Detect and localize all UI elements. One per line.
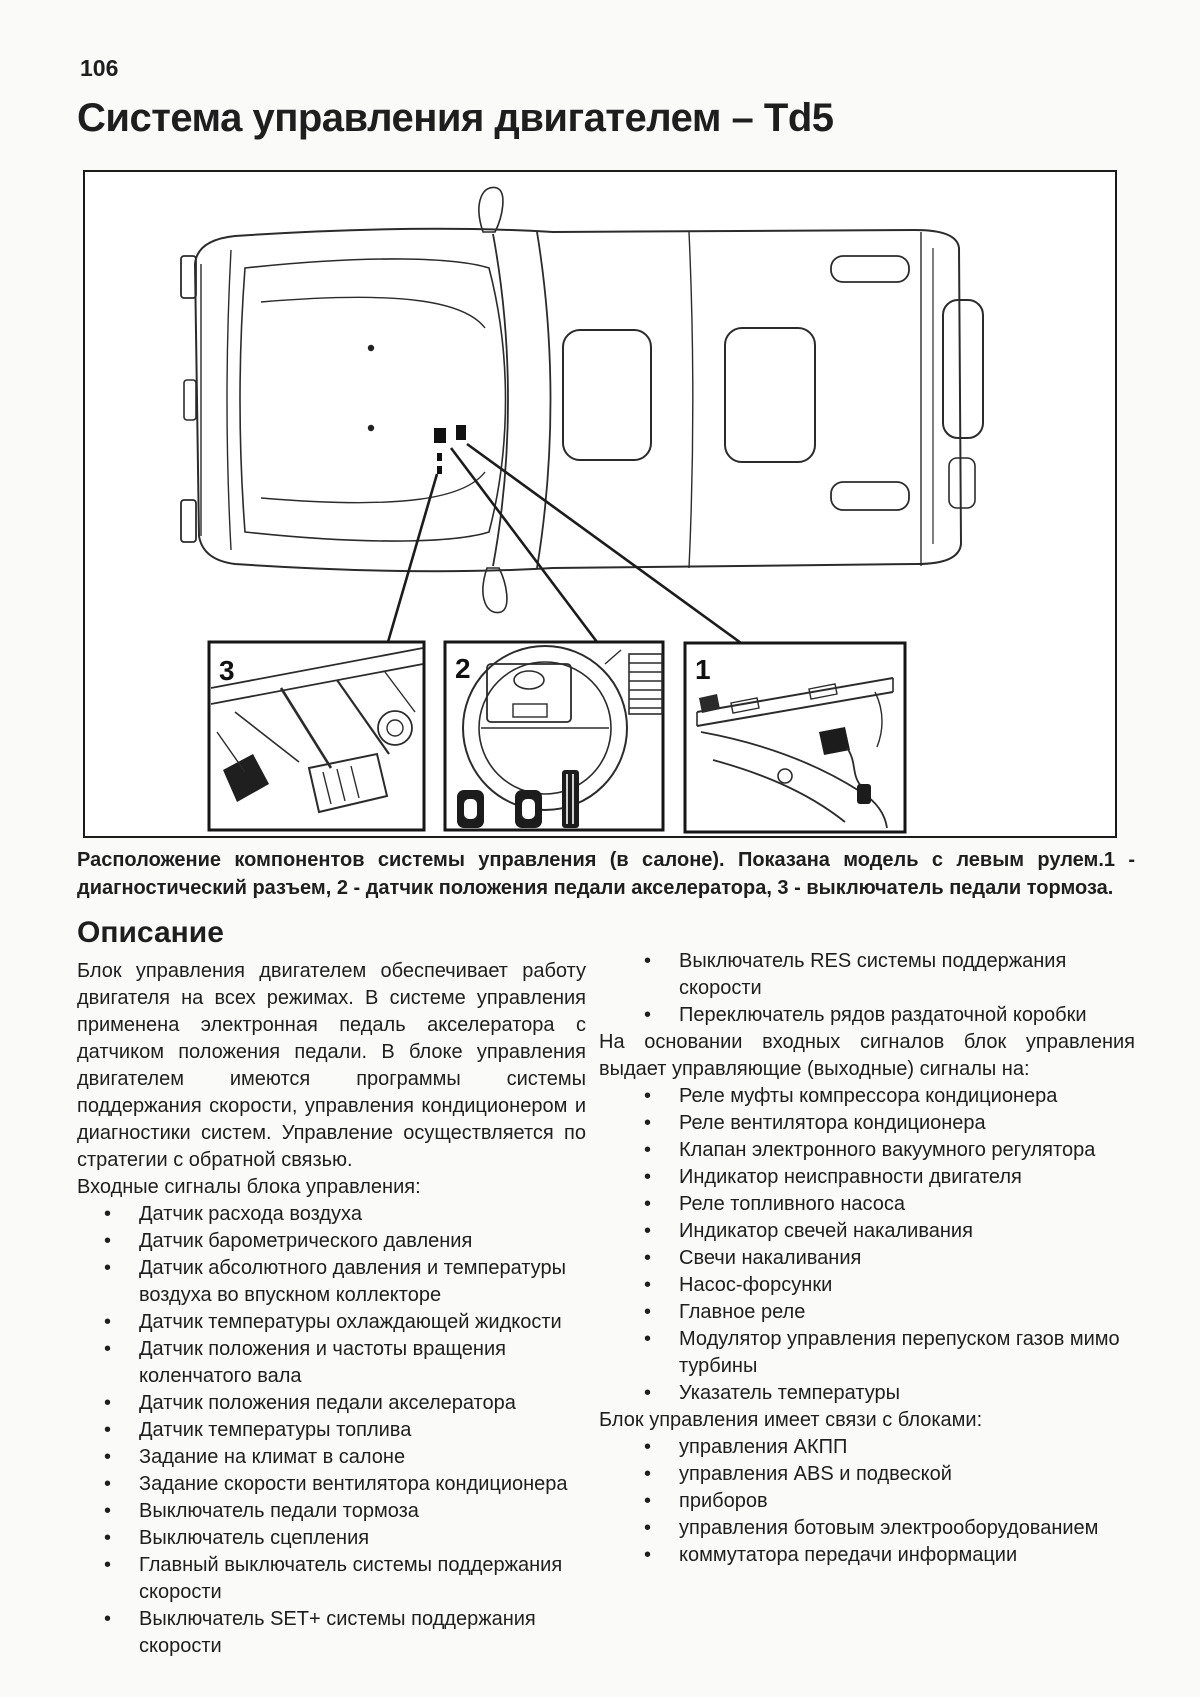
diagnostic-connector [819, 727, 850, 755]
list-item: Выключатель педали тормоза [77, 1498, 586, 1525]
roof-opening-front [562, 329, 652, 461]
list-item: Датчик барометрического давления [77, 1228, 586, 1255]
right-mirror [482, 567, 508, 614]
list-item: Индикатор свечей накаливания [599, 1218, 1135, 1245]
component-location-figure: 3 2 [83, 170, 1117, 838]
inset-label-3: 3 [219, 655, 235, 686]
list-item: Датчик температуры топлива [77, 1417, 586, 1444]
list-item: управления АКПП [599, 1434, 1135, 1461]
list-item: Индикатор неисправности двигателя [599, 1164, 1135, 1191]
callout-lines [386, 442, 742, 645]
list-item: коммутатора передачи информации [599, 1542, 1135, 1569]
callout-line-2 [449, 447, 599, 643]
page-title: Система управления двигателем – Td5 [77, 96, 834, 140]
description-column-right: Выключатель RES системы поддержания скор… [599, 948, 1135, 1569]
list-item: Указатель температуры [599, 1380, 1135, 1407]
car-top-view [180, 186, 984, 614]
list-item: Выключатель SET+ системы поддержания ско… [77, 1606, 586, 1660]
section-heading-description: Описание [77, 916, 224, 949]
page-number: 106 [80, 55, 119, 81]
list-item: управления ABS и подвеской [599, 1461, 1135, 1488]
links-list-title: Блок управления имеет связи с блоками: [599, 1409, 983, 1431]
car-diagram-svg: 3 2 [180, 186, 984, 834]
list-item: Переключатель рядов раздаточной коробки [599, 1002, 1135, 1029]
list-item: Реле вентилятора кондиционера [599, 1110, 1135, 1137]
list-item: Датчик положения и частоты вращения коле… [77, 1336, 586, 1390]
left-mirror [478, 186, 504, 233]
marker-square-left [434, 428, 446, 443]
inset-label-2: 2 [455, 653, 471, 684]
description-column-left: Блок управления двигателем обеспечивает … [77, 958, 586, 1660]
accelerator-pedal [562, 770, 579, 828]
list-item: Реле топливного насоса [599, 1191, 1135, 1218]
inset-box-1: 1 [683, 641, 907, 834]
list-item: приборов [599, 1488, 1135, 1515]
list-item: Задание на климат в салоне [77, 1444, 586, 1471]
list-item: Главный выключатель системы поддержания … [77, 1552, 586, 1606]
list-item: Датчик положения педали акселератора [77, 1390, 586, 1417]
marker-square-right [456, 425, 466, 440]
list-item: Модулятор управления перепуском газов ми… [599, 1326, 1135, 1380]
list-item: Датчик расхода воздуха [77, 1201, 586, 1228]
inputs-list: Датчик расхода воздуха Датчик барометрич… [77, 1201, 586, 1660]
description-intro: Блок управления двигателем обеспечивает … [77, 960, 586, 1171]
component-markers [434, 425, 466, 474]
callout-line-3 [386, 473, 439, 643]
list-item: Выключатель RES системы поддержания скор… [599, 948, 1135, 1002]
list-item: Выключатель сцепления [77, 1525, 586, 1552]
inset-label-1: 1 [695, 654, 711, 685]
callout-line-1 [466, 442, 742, 645]
rear-spare-mount [942, 299, 984, 439]
list-item: Датчик абсолютного давления и температур… [77, 1255, 586, 1309]
inset-box-3: 3 [207, 640, 426, 832]
outputs-list-title: На основании входных сигналов блок управ… [599, 1031, 1135, 1080]
outputs-list: Реле муфты компрессора кондиционера Реле… [599, 1083, 1135, 1407]
figure-caption: Расположение компонентов системы управле… [77, 849, 1135, 899]
list-item: Задание скорости вентилятора кондиционер… [77, 1471, 586, 1498]
list-item: Главное реле [599, 1299, 1135, 1326]
links-list: управления АКПП управления ABS и подвеск… [599, 1434, 1135, 1569]
roof-opening-rear [724, 327, 816, 463]
inputs-list-continued: Выключатель RES системы поддержания скор… [599, 948, 1135, 1029]
list-item: управления ботовым электрооборудованием [599, 1515, 1135, 1542]
list-item: Реле муфты компрессора кондиционера [599, 1083, 1135, 1110]
list-item: Насос-форсунки [599, 1272, 1135, 1299]
list-item: Клапан электронного вакуумного регулятор… [599, 1137, 1135, 1164]
inset-box-2: 2 [443, 640, 665, 832]
list-item: Свечи накаливания [599, 1245, 1135, 1272]
list-item: Датчик температуры охлаждающей жидкости [77, 1309, 586, 1336]
inputs-list-title: Входные сигналы блока управления: [77, 1176, 421, 1198]
steering-wheel [462, 645, 628, 811]
